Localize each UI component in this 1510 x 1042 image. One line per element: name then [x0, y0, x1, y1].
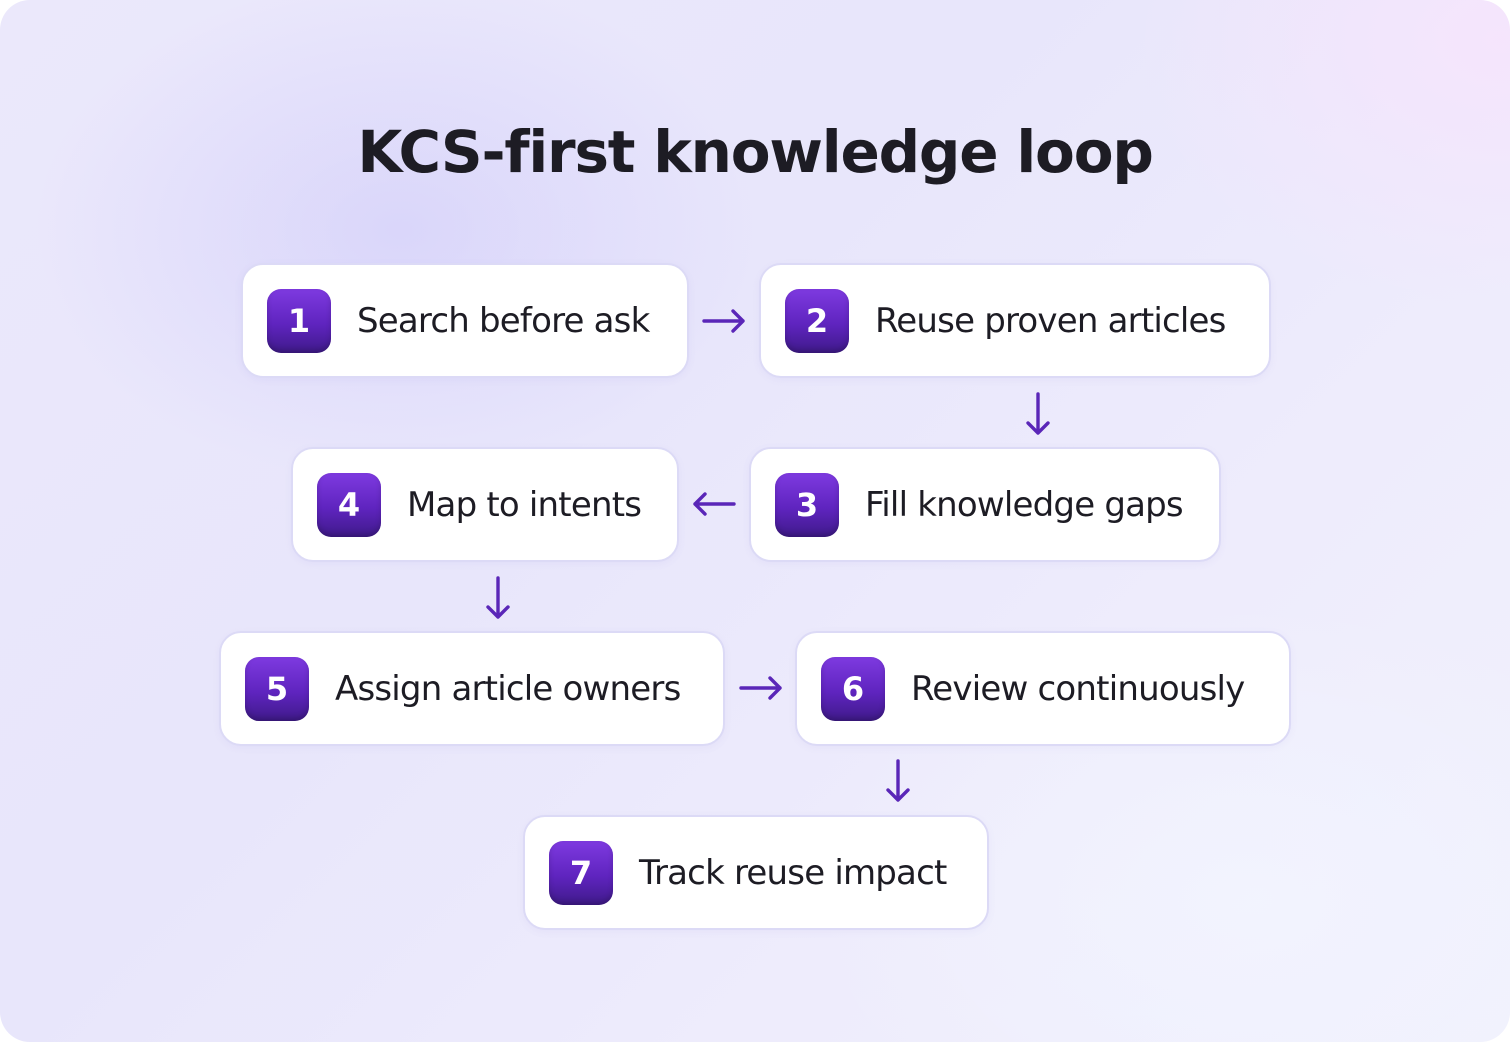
step-4-map-to-intents: 4 Map to intents [291, 447, 679, 562]
step-3-fill-knowledge-gaps: 3 Fill knowledge gaps [749, 447, 1221, 562]
step-number-badge: 2 [785, 288, 849, 353]
step-1-search-before-ask: 1 Search before ask [241, 263, 689, 378]
step-label: Reuse proven articles [875, 300, 1226, 341]
arrow-right-icon [739, 676, 782, 700]
step-label: Search before ask [357, 300, 650, 341]
arrow-down-icon [1026, 392, 1050, 435]
step-label: Map to intents [407, 484, 642, 525]
arrow-down-icon [886, 759, 910, 802]
step-6-review-continuously: 6 Review continuously [795, 631, 1291, 746]
step-number-badge: 6 [821, 656, 885, 721]
arrow-right-icon [702, 309, 745, 333]
step-number-badge: 1 [267, 288, 331, 353]
step-7-track-reuse-impact: 7 Track reuse impact [523, 815, 989, 930]
step-label: Track reuse impact [639, 852, 947, 893]
step-number-badge: 4 [317, 472, 381, 537]
step-label: Review continuously [911, 668, 1245, 709]
step-number-badge: 7 [549, 840, 613, 905]
step-2-reuse-proven-articles: 2 Reuse proven articles [759, 263, 1271, 378]
diagram-title: KCS-first knowledge loop [357, 118, 1154, 186]
step-number-badge: 3 [775, 472, 839, 537]
step-label: Fill knowledge gaps [865, 484, 1184, 525]
step-5-assign-article-owners: 5 Assign article owners [219, 631, 725, 746]
step-number-badge: 5 [245, 656, 309, 721]
arrow-left-icon [693, 492, 736, 516]
arrow-down-icon [486, 576, 510, 619]
step-label: Assign article owners [335, 668, 681, 709]
